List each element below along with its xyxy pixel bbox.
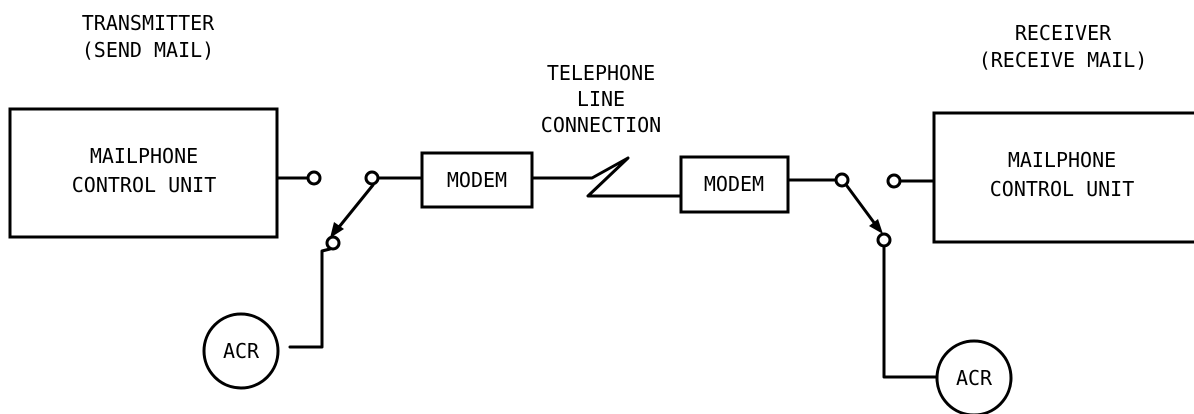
transmitter-title: TRANSMITTER [82, 11, 215, 35]
receiver-acr-wire [882, 244, 938, 379]
transmitter-unit-terminal [306, 170, 322, 186]
receiver-acr-terminal [876, 232, 892, 248]
transmitter-acr-wire [288, 247, 332, 349]
telephone-line-label-2: LINE [577, 87, 625, 111]
receiver-unit-label-2: CONTROL UNIT [990, 177, 1135, 201]
receiver-switch-pivot [834, 172, 850, 188]
receiver-title: RECEIVER [1015, 21, 1112, 45]
transmitter-switch-arm [333, 183, 375, 234]
receiver-modem-label: MODEM [704, 172, 764, 196]
transmitter-switch-arrow [330, 222, 344, 238]
telephone-line-label-3: CONNECTION [541, 113, 661, 137]
receiver-unit-terminal [886, 173, 902, 189]
transmitter-switch-pivot [364, 170, 380, 186]
transmitter-unit-label-2: CONTROL UNIT [72, 173, 217, 197]
receiver-acr-label: ACR [956, 366, 993, 390]
telephone-line-label-1: TELEPHONE [547, 61, 655, 85]
transmitter-unit-label-1: MAILPHONE [90, 144, 198, 168]
telephone-line [530, 156, 682, 198]
receiver-modem [679, 155, 790, 214]
transmitter-acr-terminal [325, 235, 341, 251]
receiver-switch-arrow [869, 219, 883, 234]
transmitter-control-unit [8, 107, 279, 239]
receiver-switch-arm [845, 184, 880, 230]
transmitter-acr [202, 312, 280, 390]
transmitter-acr-label: ACR [223, 339, 260, 363]
transmitter-subtitle: (SEND MAIL) [82, 38, 214, 62]
transmitter-modem-label: MODEM [447, 168, 507, 192]
receiver-acr [935, 339, 1013, 414]
receiver-control-unit [932, 111, 1194, 244]
receiver-subtitle: (RECEIVE MAIL) [979, 48, 1148, 72]
transmitter-modem [420, 151, 534, 209]
receiver-unit-label-1: MAILPHONE [1008, 148, 1116, 172]
